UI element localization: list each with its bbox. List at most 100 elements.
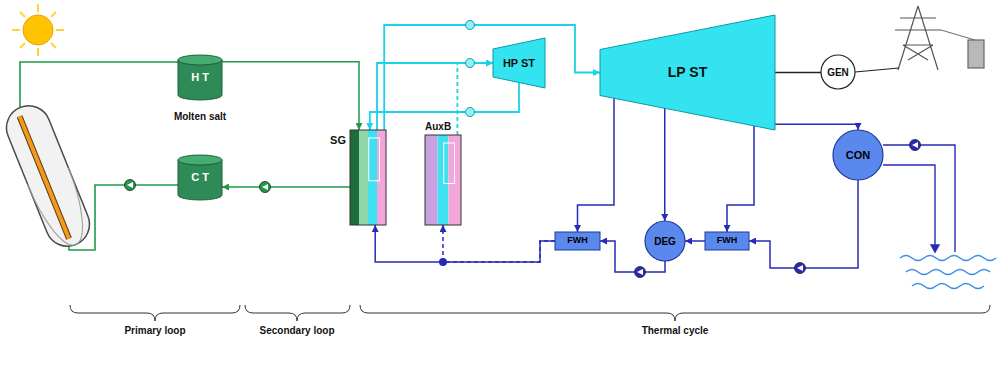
pump-body: [795, 263, 806, 274]
pipe-connector: [377, 63, 493, 130]
arrowhead: [931, 245, 939, 252]
exchanger-section: [359, 130, 368, 225]
lp-turbine: LP ST: [600, 15, 775, 130]
exchanger-frame: [425, 135, 461, 225]
node-label: SG: [330, 134, 346, 146]
node-label: AuxB: [425, 121, 451, 132]
auxiliary-boiler: AuxB: [425, 135, 461, 225]
node-label: GEN: [827, 67, 849, 78]
node-label: CON: [846, 149, 870, 161]
vessel-circle: [645, 221, 685, 261]
pipe-connector: [222, 62, 359, 130]
exchanger-section: [368, 130, 377, 225]
pump-symbol: [910, 140, 921, 151]
wave: [900, 256, 996, 261]
node-label: H T: [191, 71, 209, 83]
turbine-casing: [600, 15, 775, 130]
auxiliary-boiler-outline: [425, 135, 461, 225]
generator-cable: [855, 68, 899, 72]
tube-bundle: [444, 143, 455, 184]
pipe-connector: [727, 126, 754, 232]
pump-direction: [127, 182, 133, 188]
exchanger-frame: [350, 130, 386, 225]
wave: [912, 284, 984, 289]
sun-disc: [23, 15, 53, 45]
node-label: LP ST: [668, 65, 707, 80]
transmission-pylon: [895, 6, 984, 70]
node-label: FWH: [717, 236, 738, 246]
sun: [12, 4, 64, 56]
turbine-casing: [493, 38, 545, 88]
brace: [360, 305, 990, 321]
pump-direction: [797, 265, 803, 271]
node-label: HP ST: [503, 57, 535, 69]
sun-rays: [12, 4, 64, 56]
grid-building: [968, 40, 984, 68]
vessel-circle: [821, 55, 855, 89]
valve-symbol: [466, 59, 475, 68]
pump-body: [125, 180, 136, 191]
hot-tank: H T: [178, 55, 222, 100]
brace: [70, 305, 240, 321]
brace: [245, 305, 350, 321]
hp-turbine: HP ST: [493, 38, 545, 88]
heater-box: [705, 232, 749, 250]
tank-top: [178, 155, 222, 165]
loop-label: Thermal cycle: [642, 325, 709, 336]
pump-body: [910, 140, 921, 151]
pipe-connector: [375, 225, 555, 262]
trough-rim: [28, 168, 97, 253]
exchanger-section: [377, 130, 386, 225]
exchanger-section: [350, 130, 359, 225]
pump-body: [635, 267, 646, 278]
tank-top: [178, 55, 222, 65]
medium-label: Molten salt: [174, 111, 226, 122]
pipe-connector: [775, 124, 858, 130]
absorber-tube-outline: [20, 116, 69, 238]
deaerator-circle: DEG: [645, 221, 685, 261]
pump-symbol: [795, 263, 806, 274]
pipe-connector: [664, 108, 666, 221]
pump-body: [260, 182, 271, 193]
tank-body: [178, 60, 222, 100]
pump-symbol: [260, 182, 271, 193]
pipe-connector: [384, 25, 600, 130]
steam-generator-outline: [350, 130, 386, 225]
cooling-water-pipes: [883, 145, 955, 252]
wave: [906, 270, 990, 275]
pipe-connector: [685, 240, 705, 242]
loop-braces: [70, 305, 990, 321]
pump-direction: [912, 142, 918, 148]
pipe-connector: [775, 72, 821, 74]
pipe-connector: [578, 98, 615, 232]
node-label: DEG: [654, 236, 676, 247]
junction-dot: [439, 258, 447, 266]
exchanger-section: [438, 135, 449, 225]
valve-symbol: [466, 21, 475, 30]
loop-label: Secondary loop: [259, 325, 334, 336]
node-label: C T: [191, 171, 209, 183]
water-waves: [900, 256, 996, 289]
steam-generator: SG: [350, 130, 386, 225]
pump-direction: [262, 184, 268, 190]
pipe-connector: [222, 186, 350, 188]
pump-direction: [637, 269, 643, 275]
feedwater-heater: FWH: [705, 232, 749, 250]
vessel-circle: [833, 130, 883, 180]
collector-outlet-pipe: [20, 62, 178, 116]
cold-tank: C T: [178, 155, 222, 200]
cooling-inlet-pipe: [883, 145, 955, 252]
pump-symbol: [635, 267, 646, 278]
exchanger-section: [425, 135, 438, 225]
tube-bundle: [369, 138, 380, 181]
pump-symbol: [125, 180, 136, 191]
pipe-connector: [443, 225, 555, 262]
feedwater-heater: FWH: [555, 232, 600, 250]
absorber-tube: [20, 116, 69, 238]
parabolic-trough-collector: [0, 99, 96, 253]
trough-mirror: [0, 99, 96, 253]
valve-symbol: [466, 108, 475, 117]
pipe-connector: [457, 63, 493, 135]
pipe-connector: [749, 180, 858, 268]
heater-box: [555, 232, 600, 250]
